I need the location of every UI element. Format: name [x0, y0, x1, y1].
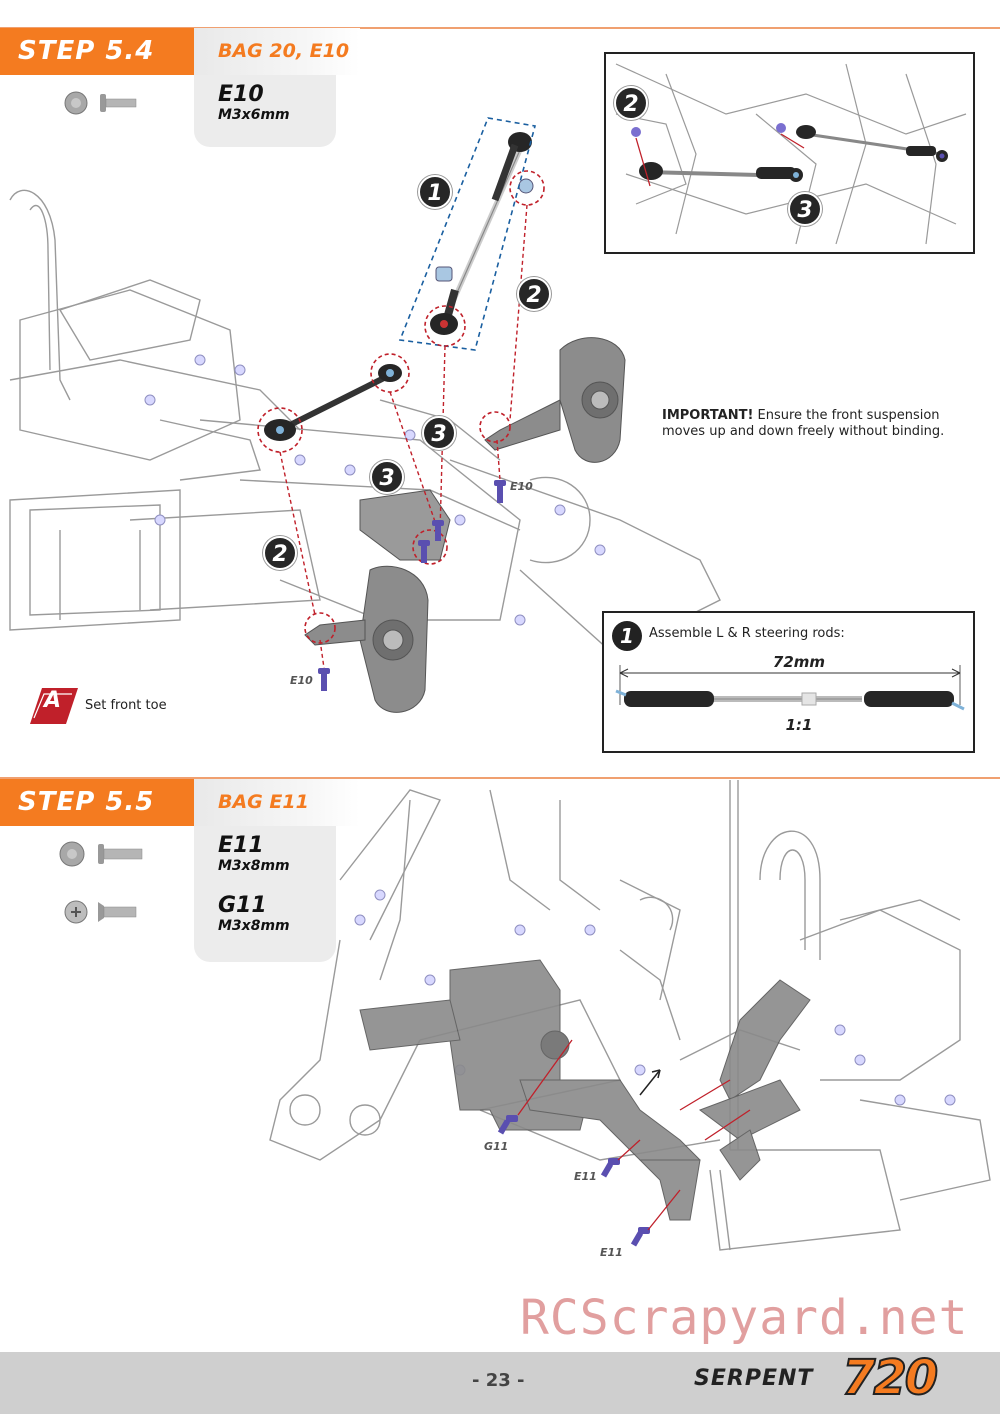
setup-text: Set front toe [85, 698, 167, 713]
page-number: - 23 - [472, 1370, 525, 1391]
footer-bar [0, 1352, 1000, 1414]
important-note: IMPORTANT! Ensure the front suspension m… [662, 408, 982, 440]
part-size-e11: M3x8mm [218, 858, 290, 874]
step-5-4-bag: BAG 20, E10 [194, 28, 360, 75]
important-text: Ensure the front suspension moves up and… [662, 408, 945, 439]
step-5-5-assembly-diagram [269, 780, 991, 1251]
rod-badge: 1 [612, 621, 642, 651]
step-5-4-parts-box: E10 M3x6mm [194, 75, 336, 147]
brand-name: SERPENT [694, 1366, 814, 1391]
part-code-g11: G11 [218, 893, 267, 918]
brand-model: 720 [841, 1349, 939, 1407]
part-code-e11: E11 [218, 833, 264, 858]
callout-2: 2 [263, 536, 297, 570]
part-label-e11: E11 [574, 1170, 597, 1183]
washer-screw-icon [59, 841, 143, 867]
countersunk-screw-icon [64, 900, 137, 924]
inset-callout-3: 3 [788, 192, 822, 226]
setup-a-icon [30, 688, 78, 724]
callout-3: 3 [370, 460, 404, 494]
part-size-g11: M3x8mm [218, 918, 290, 934]
rod-length: 72mm [772, 653, 826, 671]
rod-diagram [615, 665, 965, 711]
step-5-4-assembly-diagram [9, 117, 721, 713]
part-label-g11: G11 [484, 1140, 509, 1153]
watermark-text: RCScrapyard.net [520, 1290, 969, 1346]
step-5-5-bag: BAG E11 [194, 779, 360, 826]
callout-3: 3 [422, 416, 456, 450]
part-label-e11: E11 [600, 1246, 623, 1259]
section-rule [0, 777, 1000, 779]
rod-scale: 1:1 [785, 716, 813, 734]
callout-1: 1 [418, 175, 452, 209]
step-5-5-title: STEP 5.5 [0, 779, 194, 826]
part-label-e10: E10 [510, 480, 533, 493]
rod-box-title: Assemble L & R steering rods: [649, 626, 845, 641]
washer-screw-icon [64, 91, 137, 115]
part-label-e10: E10 [290, 674, 313, 687]
rod-assembly-box: 1 Assemble L & R steering rods: 72mm 1:1 [602, 611, 975, 753]
part-size-e10: M3x6mm [218, 107, 290, 123]
inset-detail-view: 2 3 [604, 52, 975, 254]
callout-2: 2 [517, 277, 551, 311]
setup-letter: A [44, 688, 62, 713]
part-code-e10: E10 [218, 82, 264, 107]
step-5-5-parts-box: E11 M3x8mm G11 M3x8mm [194, 826, 336, 962]
step-5-4-title: STEP 5.4 [0, 28, 194, 75]
important-label: IMPORTANT! [662, 408, 754, 423]
inset-callout-2: 2 [614, 86, 648, 120]
inset-diagram [615, 63, 967, 245]
header-rule [0, 27, 1000, 29]
